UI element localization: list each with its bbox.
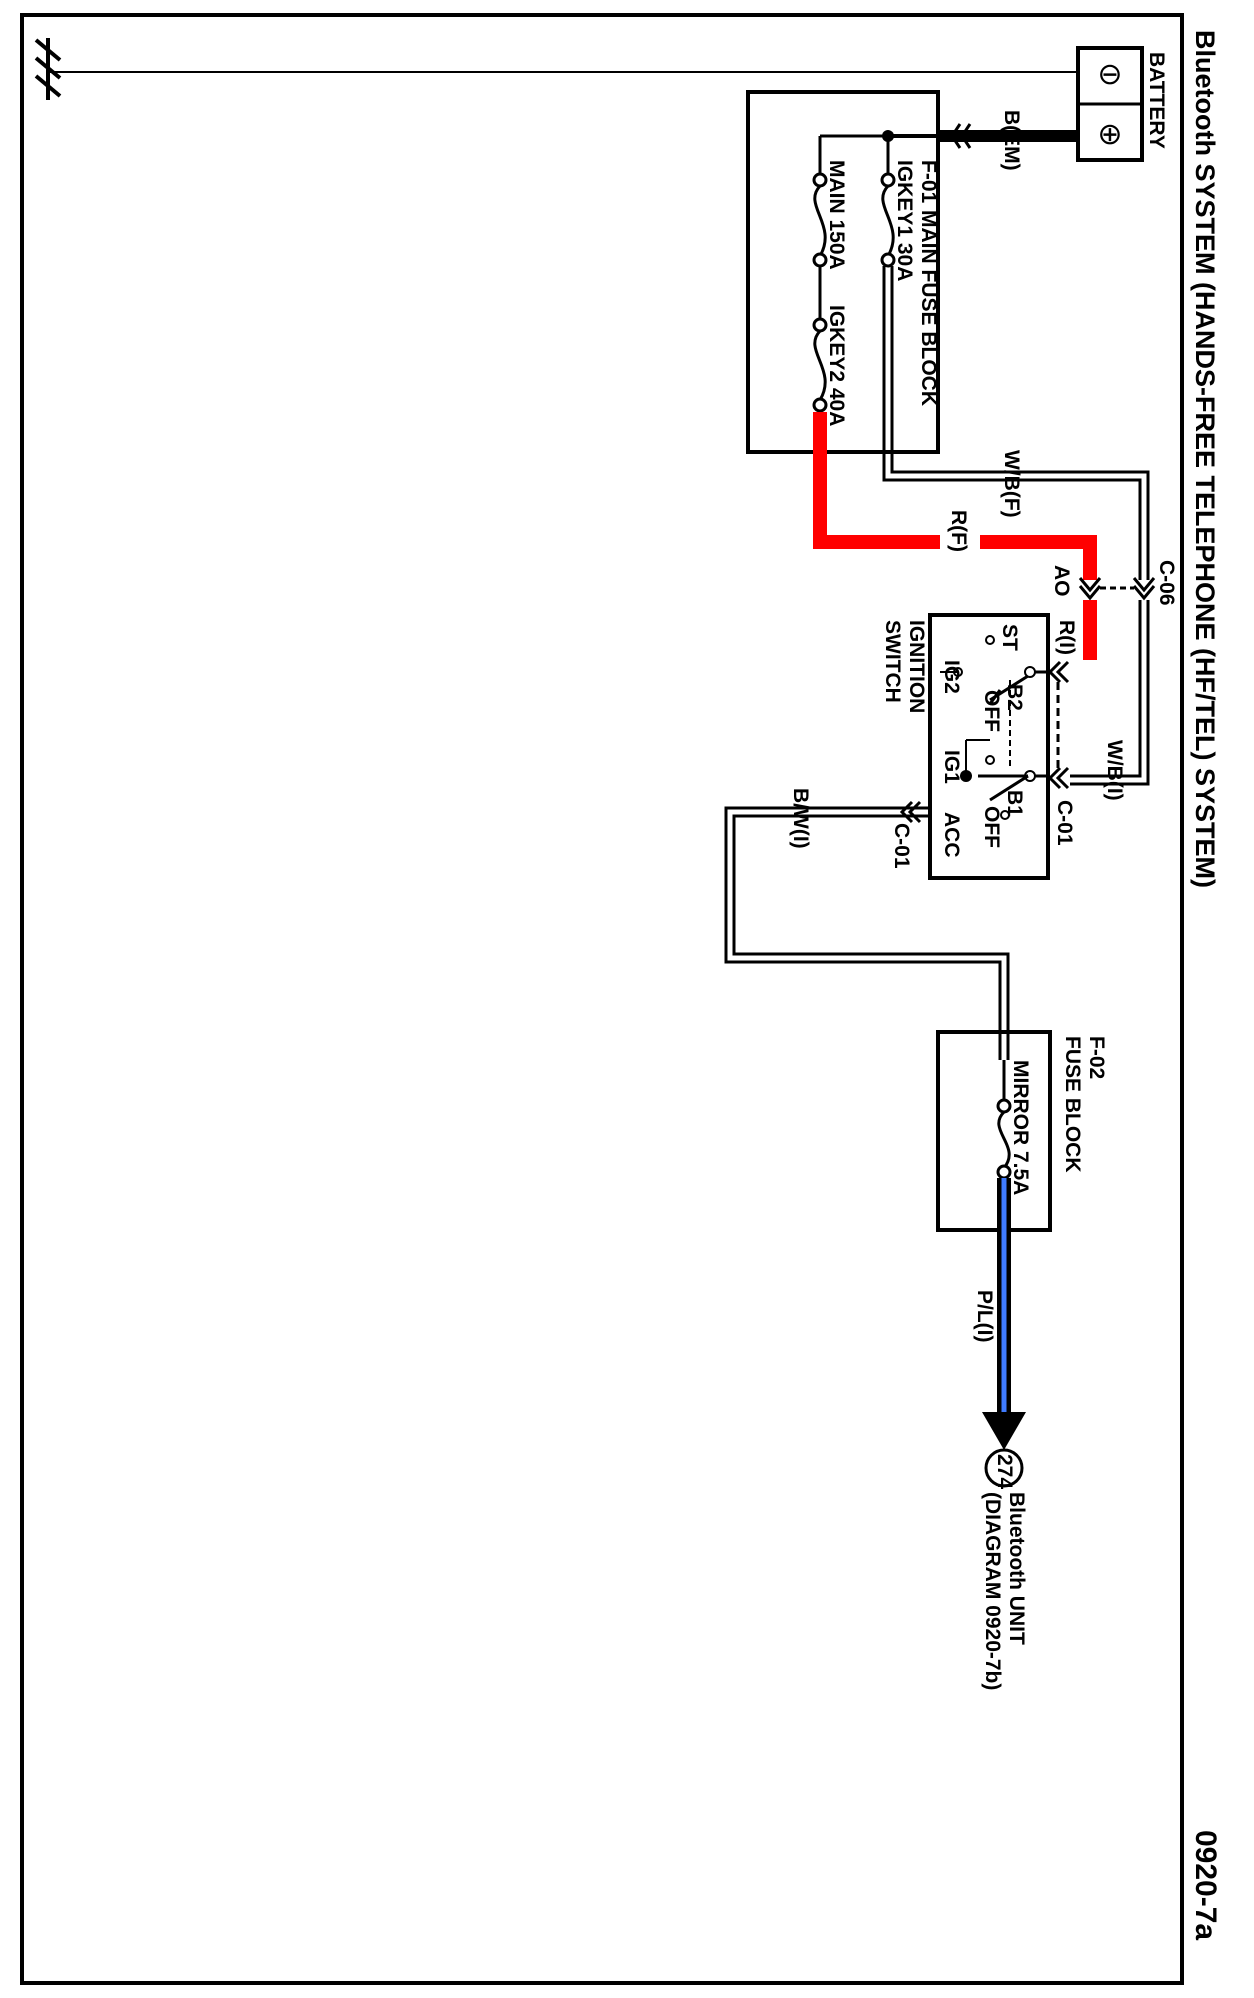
- fuse-igkey2-label: IGKEY2 40A: [825, 305, 848, 426]
- fuse-main-icon: [813, 184, 827, 257]
- igkey1-wire: [882, 266, 1150, 580]
- ign-terminal-st: ST: [998, 624, 1021, 651]
- diagram-title: Bluetooth SYSTEM (HANDS-FREE TELEPHONE (…: [1190, 30, 1220, 888]
- battery-negative-icon: ⊖: [1097, 58, 1122, 91]
- connector-c06-icon: [1078, 577, 1156, 601]
- ign-terminal-off-1: OFF: [980, 690, 1003, 732]
- page-id: 0920-7a: [1189, 1830, 1222, 1940]
- destination-ref-circle: [984, 1448, 1024, 1488]
- main-fuse-conn-label: F-01: [917, 160, 940, 204]
- fuse-mirror-label: MIRROR 7.5A: [1009, 1060, 1032, 1195]
- ign-switch-label-1: IGNITION: [905, 620, 928, 713]
- ign-red-wire-label: R(I): [1055, 620, 1078, 655]
- connector-c01-in-icon: [1047, 660, 1070, 790]
- ign-conn-in-label: C-01: [1053, 800, 1076, 846]
- joint-conn-label: C-06: [1155, 560, 1178, 606]
- ign-switch-label-2: SWITCH: [881, 620, 904, 703]
- ignition-switch-box: [928, 613, 1050, 880]
- battery-positive-icon: ⊕: [1097, 118, 1122, 151]
- main-fuse-block-label: MAIN FUSE BLOCK: [917, 210, 940, 406]
- ign-terminal-acc: ACC: [940, 812, 963, 858]
- fuse-block-conn-label: F-02: [1085, 1036, 1108, 1079]
- battery-wire-label: B(EM): [1000, 110, 1023, 171]
- battery-positive-wire: [940, 130, 1080, 142]
- fuse-block-f02: F-02 FUSE BLOCK MIRROR 7.5A: [936, 1030, 1108, 1232]
- igkey1-wire-label: W/B(F): [1000, 450, 1023, 518]
- destination-ref: 274: [993, 1454, 1016, 1489]
- destination-label-1: Bluetooth UNIT: [1005, 1492, 1028, 1645]
- ign-terminal-b2: B2: [1003, 684, 1026, 711]
- fuse-igkey1-icon: [881, 184, 895, 257]
- fuse-block-label: FUSE BLOCK: [1061, 1036, 1084, 1173]
- connector-f01-icon: [950, 123, 972, 149]
- destination-label-2: (DIAGRAM 0920-7b): [981, 1492, 1004, 1690]
- fuse-igkey1-label: IGKEY1 30A: [893, 160, 916, 281]
- destination-arrow-icon: [982, 1412, 1026, 1450]
- fuse-main-label: MAIN 150A: [825, 160, 848, 270]
- connector-c01-out-icon: [899, 800, 922, 824]
- ign-conn-out-label: C-01: [890, 823, 913, 869]
- ign-terminal-ig2: IG2: [940, 660, 963, 694]
- acc-output-wire: [724, 806, 1010, 1060]
- mirror-output-wire-label: P/L(I): [973, 1290, 996, 1343]
- fuse-mirror-icon: [997, 1110, 1011, 1169]
- main-fuse-block: F-01 MAIN FUSE BLOCK IGKEY1 30A MAIN 150…: [746, 90, 940, 454]
- ign-wb-wire: [1070, 600, 1150, 786]
- fuse-block-box: [936, 1030, 1052, 1232]
- joint-conn-extra-label: AO: [1050, 565, 1073, 597]
- acc-output-wire-label: B/W(I): [789, 788, 812, 849]
- main-fuse-block-box: [746, 90, 940, 454]
- ground-symbol-icon: [34, 38, 62, 100]
- fuse-igkey2-icon: [813, 329, 827, 401]
- igkey2-wire: [813, 412, 1097, 580]
- ign-wb-wire-label: W/B(I): [1103, 740, 1126, 801]
- diagram-frame: [20, 13, 1184, 1985]
- ign-terminal-ig1: IG1: [940, 750, 963, 784]
- ign-terminal-off-2: OFF: [980, 806, 1003, 848]
- ignition-switch: C-01 B2 OFF ST IG2 B1 OFF IG1 ACC IGNITI…: [881, 613, 1076, 880]
- igkey2-wire-label: R(F): [947, 510, 970, 552]
- battery-label: BATTERY: [1145, 52, 1168, 149]
- battery: ⊖ ⊕ BATTERY: [1076, 46, 1168, 162]
- ign-terminal-b1: B1: [1003, 790, 1026, 817]
